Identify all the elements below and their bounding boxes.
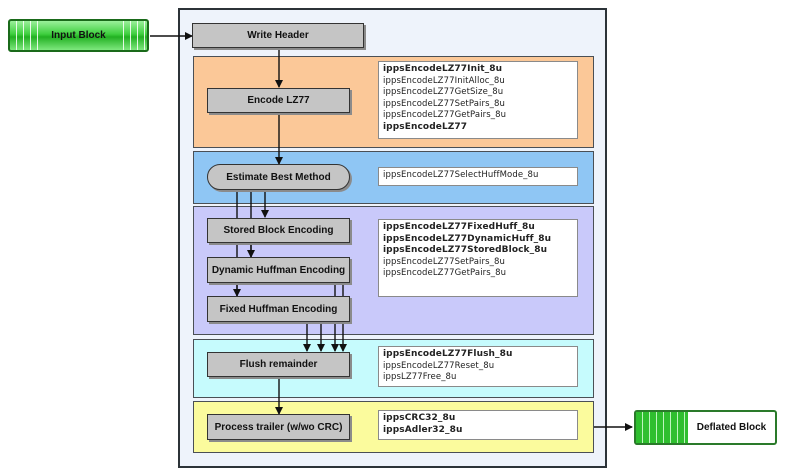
block-function-list: ippsEncodeLZ77FixedHuff_8u ippsEncodeLZ7… [378, 219, 578, 297]
function-name: ippsEncodeLZ77DynamicHuff_8u [383, 233, 552, 244]
encode-function-list: ippsEncodeLZ77Init_8u ippsEncodeLZ77Init… [378, 61, 578, 139]
dynamic-huffman-encoding-step: Dynamic Huffman Encoding [207, 257, 350, 283]
write-header-step: Write Header [192, 23, 364, 48]
function-name: ippsEncodeLZ77Reset_8u [383, 360, 495, 371]
estimate-best-method-step: Estimate Best Method [207, 164, 350, 190]
function-name: ippsCRC32_8u [383, 413, 456, 423]
function-name: ippsEncodeLZ77StoredBlock_8u [383, 245, 548, 255]
flush-remainder-step: Flush remainder [207, 352, 350, 377]
deflated-block-label: Deflated Block [696, 422, 767, 433]
function-name: ippsEncodeLZ77SelectHuffMode_8u [383, 170, 539, 180]
function-name: ippsEncodeLZ77GetPairs_8u [383, 268, 507, 278]
flush-function-list: ippsEncodeLZ77Flush_8u ippsEncodeLZ77Res… [378, 346, 578, 387]
function-name: ippsEncodeLZ77SetPairs_8u [383, 98, 505, 109]
process-trailer-step: Process trailer (w/wo CRC) [207, 414, 350, 440]
encode-lz77-step: Encode LZ77 [207, 88, 350, 113]
function-name: ippsLZ77Free_8u [383, 372, 457, 382]
function-name: ippsEncodeLZ77InitAlloc_8u [383, 75, 505, 86]
trailer-function-list: ippsCRC32_8u ippsAdler32_8u [378, 410, 578, 440]
function-name: ippsEncodeLZ77 [383, 121, 468, 132]
stored-block-encoding-step: Stored Block Encoding [207, 218, 350, 243]
deflated-block-stripe [636, 412, 688, 443]
function-name: ippsEncodeLZ77FixedHuff_8u [383, 222, 535, 232]
select-function-list: ippsEncodeLZ77SelectHuffMode_8u [378, 167, 578, 186]
function-name: ippsEncodeLZ77GetSize_8u [383, 87, 504, 97]
deflated-block: Deflated Block [634, 410, 777, 445]
function-name: ippsEncodeLZ77GetPairs_8u [383, 110, 507, 120]
function-name: ippsAdler32_8u [383, 424, 463, 435]
input-block-label: Input Block [51, 30, 106, 41]
input-block: Input Block [8, 19, 149, 52]
function-name: ippsEncodeLZ77Flush_8u [383, 349, 513, 359]
fixed-huffman-encoding-step: Fixed Huffman Encoding [207, 296, 350, 322]
function-name: ippsEncodeLZ77SetPairs_8u [383, 256, 505, 267]
function-name: ippsEncodeLZ77Init_8u [383, 64, 503, 74]
